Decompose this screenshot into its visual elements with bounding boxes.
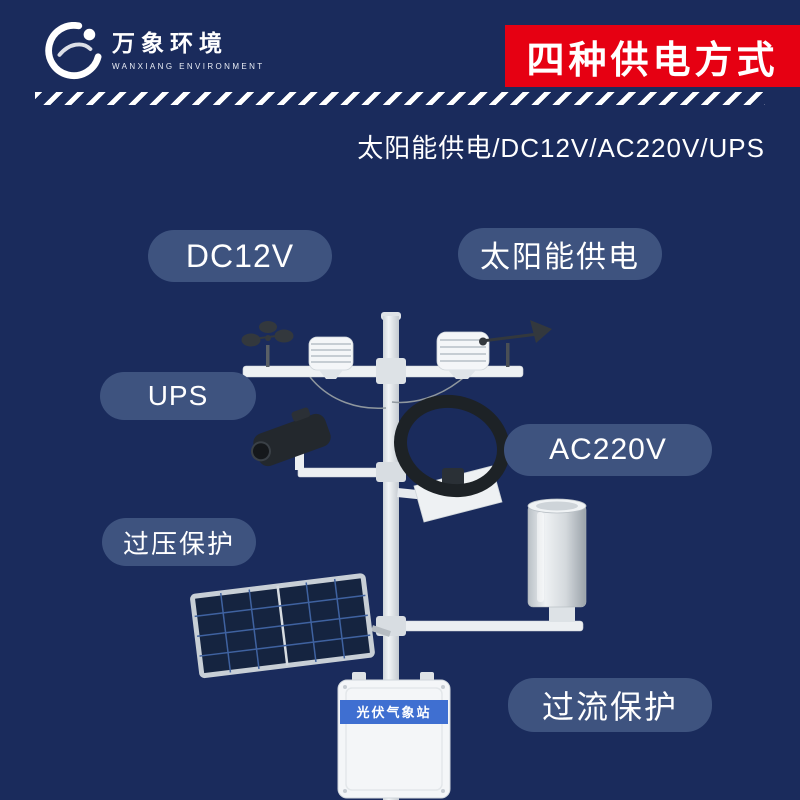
rain-gauge [527,498,587,608]
decorative-slash-strip [35,92,765,105]
camera-sensor [250,407,331,467]
label-pill-overvoltage: 过压保护 [102,518,256,566]
radiation-shield-right [436,331,490,379]
logo-subtitle: WANXIANG ENVIRONMENT [112,61,265,71]
sunshine-sensor [393,394,511,523]
solar-panel [190,573,391,679]
banner-title: 四种供电方式 [526,39,779,82]
logo-icon [45,22,102,79]
logo: 万象环境 WANXIANG ENVIRONMENT [44,22,265,80]
label-pill-ac220v: AC220V [504,424,712,476]
cables [309,371,471,410]
wind-vane [479,320,552,367]
label-pill-solar: 太阳能供电 [458,228,662,280]
radiation-shield-left [308,336,354,379]
title-banner: 四种供电方式 [505,25,800,87]
anemometer [241,321,294,367]
label-pill-dc12v: DC12V [148,230,332,282]
control-box-label: 光伏气象站 [355,705,431,720]
logo-title: 万象环境 [112,30,228,57]
control-box: 光伏气象站 [337,672,451,799]
label-pill-ups: UPS [100,372,256,420]
label-pill-overcurrent: 过流保护 [508,678,712,732]
logo-text: 万象环境 WANXIANG ENVIRONMENT [112,30,265,71]
lower-arm [376,605,584,636]
subtitle-text: 太阳能供电/DC12V/AC220V/UPS [357,133,765,163]
mid-arm [295,448,406,482]
